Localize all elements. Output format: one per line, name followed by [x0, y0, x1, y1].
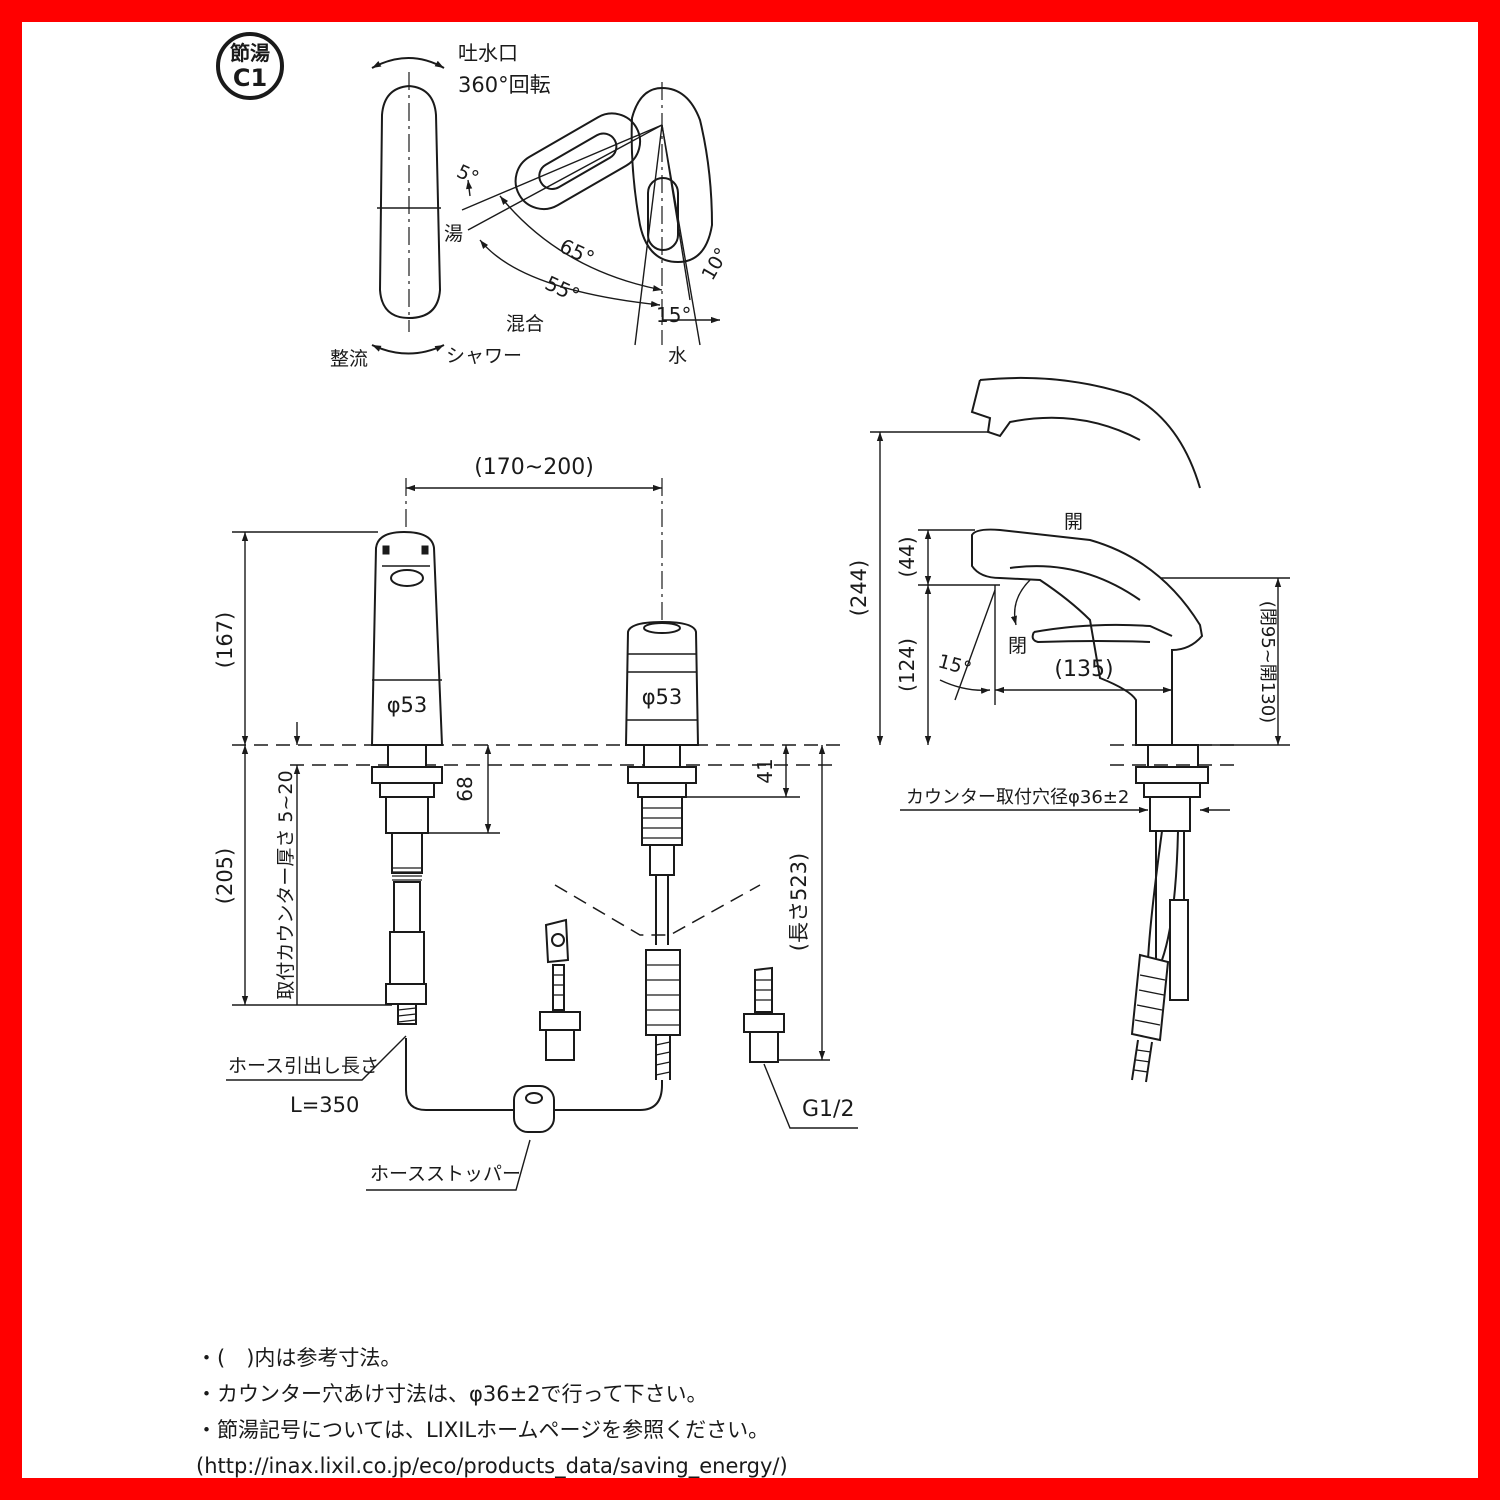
check-valve-left: [539, 918, 581, 1061]
closed-label: 閉: [1008, 635, 1027, 657]
left-diameter-label: φ53: [387, 693, 428, 717]
depth-205-label: (205): [213, 848, 237, 904]
cold-label: 水: [668, 345, 687, 367]
spout-label: 吐水口: [458, 41, 518, 65]
side-angle-15-label: 15°: [936, 650, 974, 680]
front-spout-unit: φ53: [370, 530, 444, 1025]
pitch-label: (170~200): [474, 455, 594, 480]
counter-thickness-label: 取付カウンター厚さ 5~20: [275, 770, 297, 999]
hose-loop: [405, 1038, 663, 1133]
height-244-label: (244): [847, 560, 871, 616]
top-view-spout: 吐水口 360°回転 整流 シャワー: [330, 41, 551, 370]
front-lever-unit: φ53: [624, 620, 700, 1080]
note-3: ・節湯記号については、LIXILホームページを参照ください。: [196, 1418, 770, 1442]
lever-range-label: (閉95~開130): [1257, 601, 1278, 723]
badge-line1: 節湯: [230, 41, 270, 65]
angle-55-label: 55°: [541, 271, 583, 308]
counter-hole-label: カウンター取付穴径φ36±2: [906, 787, 1129, 808]
dim-68-label: 68: [453, 776, 477, 801]
height-167-label: (167): [213, 612, 237, 668]
flow-label: 整流: [330, 348, 368, 370]
thread-label: G1/2: [802, 1097, 854, 1122]
parts-explosion-lines: [554, 884, 761, 936]
note-2: ・カウンター穴あけ寸法は、φ36±2で行って下さい。: [196, 1382, 708, 1406]
side-dimensions: (244) (44) (124) 15° (135) (閉95~開130) 開 …: [847, 431, 1290, 814]
left-dimensions: (167) (205) 取付カウンター厚さ 5~20 68: [213, 531, 500, 1006]
check-valve-right: [743, 966, 785, 1063]
rotation-label: 360°回転: [458, 73, 551, 97]
water-saving-badge: 節湯 C1: [216, 32, 284, 100]
hot-label: 湯: [444, 223, 463, 245]
angle-15-label: 15°: [656, 303, 691, 327]
notes-section: ・( )内は参考寸法。 ・カウンター穴あけ寸法は、φ36±2で行って下さい。 ・…: [196, 1340, 1346, 1484]
mixed-label: 混合: [506, 313, 544, 335]
angle-5-label: 5°: [453, 160, 482, 189]
dim-41-label: 41: [753, 758, 777, 783]
dim-44-label: (44): [895, 536, 919, 577]
angle-65-label: 65°: [556, 234, 598, 271]
right-dimensions: 41 (長さ523): [680, 745, 830, 1061]
hose-stopper-label: ホースストッパー: [370, 1163, 521, 1185]
open-label: 開: [1064, 511, 1083, 533]
side-view-faucet: [970, 376, 1240, 1083]
hose-pull-label: ホース引出し長さ: [228, 1055, 379, 1077]
right-diameter-label: φ53: [642, 685, 683, 709]
badge-line2: C1: [233, 64, 267, 92]
pitch-dimension: (170~200): [405, 455, 663, 745]
hose-pull-value: L=350: [290, 1093, 359, 1117]
front-callouts: ホース引出し長さ L=350 ホースストッパー G1/2: [226, 1035, 858, 1191]
note-1: ・( )内は参考寸法。: [196, 1346, 402, 1370]
dim-124-label: (124): [895, 638, 919, 692]
reach-135-label: (135): [1054, 657, 1113, 682]
top-view-lever: 5° 湯 65° 55° 10° 15° 混合 水: [444, 82, 733, 367]
shower-label: シャワー: [446, 345, 522, 367]
note-4: (http://inax.lixil.co.jp/eco/products_da…: [196, 1454, 788, 1478]
hose-length-label: (長さ523): [787, 853, 811, 951]
